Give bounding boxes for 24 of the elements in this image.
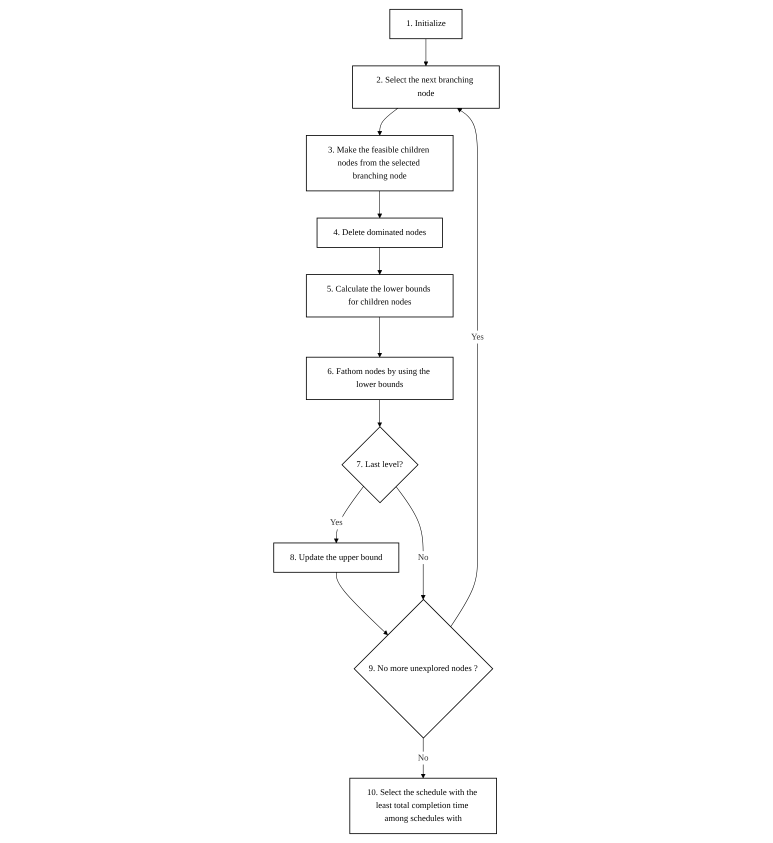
node-box: 1. Initialize bbox=[389, 8, 462, 40]
arrow bbox=[377, 108, 398, 136]
node-box: 4. Delete dominated nodes bbox=[316, 218, 443, 248]
arrow bbox=[424, 38, 428, 66]
node-diamond: 9. No more unexplored nodes ? bbox=[354, 598, 494, 739]
arrow bbox=[377, 316, 382, 358]
arrow bbox=[377, 399, 382, 427]
arrow bbox=[450, 108, 478, 628]
node-box: 3. Make the feasible children nodes from the selected branching node bbox=[306, 135, 454, 192]
edge-label: No bbox=[418, 753, 428, 762]
node-box: 5. Calculate the lower bounds for children nodes bbox=[306, 274, 454, 318]
edge-label: No bbox=[418, 552, 428, 562]
arrow bbox=[336, 572, 388, 636]
node-diamond: 7. Last level? bbox=[341, 426, 419, 504]
arrow bbox=[377, 247, 382, 275]
arrow bbox=[377, 190, 382, 218]
node-box: 6. Fathom nodes by using the lower bounds bbox=[306, 356, 454, 400]
edge-label: Yes bbox=[330, 518, 343, 528]
edge-label: Yes bbox=[471, 332, 484, 342]
node-box: 2. Select the next branching node bbox=[352, 65, 500, 109]
arrow bbox=[334, 486, 364, 544]
node-box: 10. Select the schedule with the least total completion time among schedules with bbox=[349, 778, 497, 834]
node-box: 8. Update the upper bound bbox=[273, 542, 400, 573]
arrow bbox=[396, 486, 426, 600]
